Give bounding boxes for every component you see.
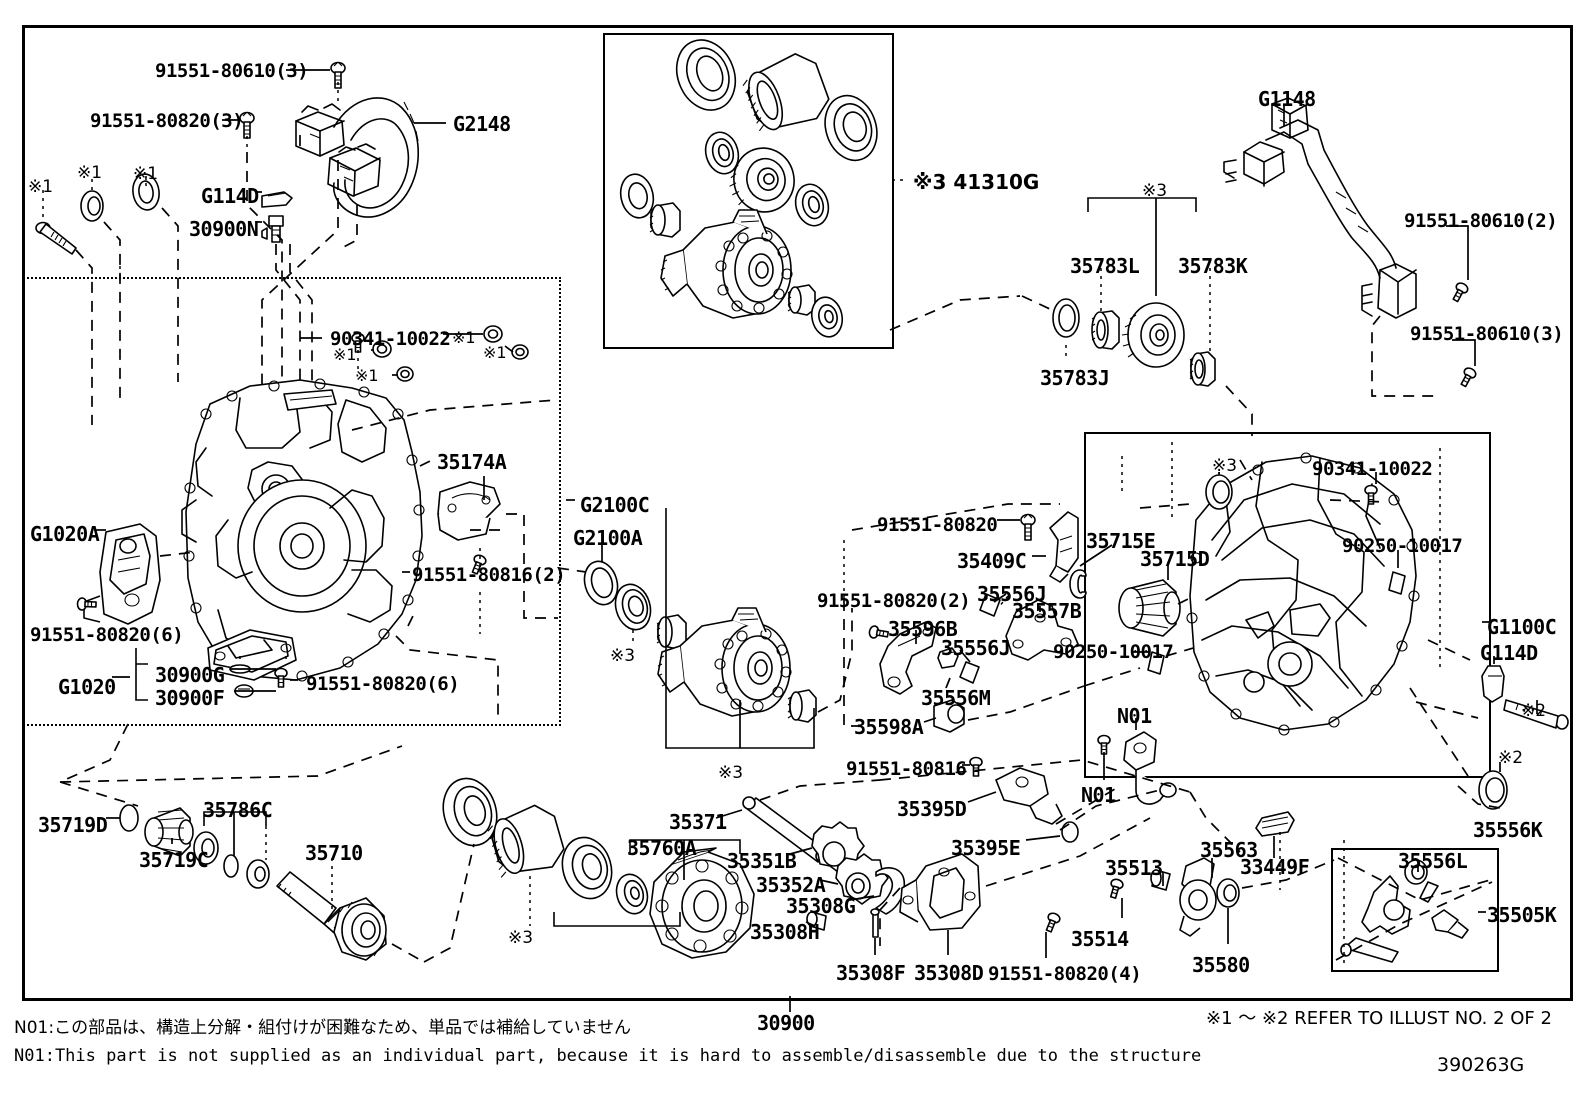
label-35557b: 35557B bbox=[1012, 599, 1082, 623]
label-star1-d: ※1 bbox=[452, 328, 476, 347]
label-91551-80816: 91551-80816 bbox=[846, 758, 967, 780]
label-90341-10022-right: 90341-10022 bbox=[1312, 458, 1433, 480]
label-91551-80820-2: 91551-80820(2) bbox=[817, 590, 971, 612]
label-star1-c: ※1 bbox=[133, 164, 159, 184]
label-35715d: 35715D bbox=[1140, 547, 1210, 571]
label-35556k: 35556K bbox=[1473, 818, 1543, 842]
label-35715e: 35715E bbox=[1086, 529, 1156, 553]
drawing-number: 390263G bbox=[1437, 1054, 1525, 1076]
label-35786c: 35786C bbox=[203, 798, 273, 822]
label-91551-80610-2: 91551-80610(2) bbox=[1404, 210, 1558, 232]
label-g2148: G2148 bbox=[453, 112, 511, 136]
label-g114d-left: G114D bbox=[201, 184, 259, 208]
label-30900n: 30900N bbox=[189, 217, 259, 241]
label-91551-80820-6a: 91551-80820(6) bbox=[30, 624, 184, 646]
label-35351b: 35351B bbox=[727, 849, 797, 873]
label-91551-80820: 91551-80820 bbox=[877, 514, 998, 536]
label-90250-10017-b: 90250-10017 bbox=[1342, 535, 1463, 557]
right-housing-group-box bbox=[1084, 432, 1491, 778]
inset-box-differential bbox=[603, 33, 894, 349]
label-g1100c: G1100C bbox=[1487, 615, 1557, 639]
label-35395e: 35395E bbox=[951, 836, 1021, 860]
label-35598a: 35598A bbox=[854, 715, 924, 739]
label-91551-80820-4: 91551-80820(4) bbox=[988, 963, 1142, 985]
label-g114d-right: G114D bbox=[1480, 641, 1538, 665]
label-35395d: 35395D bbox=[897, 797, 967, 821]
label-star3-right-box: ※3 bbox=[1212, 456, 1238, 476]
label-35371: 35371 bbox=[669, 810, 727, 834]
label-star1-f: ※1 bbox=[483, 343, 507, 362]
label-30900f: 30900F bbox=[155, 686, 225, 710]
label-g2100a: G2100A bbox=[573, 526, 643, 550]
label-main-part-number: 30900 bbox=[757, 1011, 815, 1035]
label-35409c: 35409C bbox=[957, 549, 1027, 573]
left-housing-group-box bbox=[22, 277, 561, 726]
label-35783j: 35783J bbox=[1040, 366, 1110, 390]
label-35556j-b: 35556J bbox=[941, 636, 1011, 660]
label-35783k: 35783K bbox=[1178, 254, 1248, 278]
label-35556m: 35556M bbox=[921, 686, 991, 710]
label-star2-b: ※2 bbox=[1498, 748, 1524, 768]
label-g1020a: G1020A bbox=[30, 522, 100, 546]
label-90341-10022: 90341-10022 bbox=[330, 328, 451, 350]
label-35308h: 35308H bbox=[750, 920, 820, 944]
label-35174a: 35174A bbox=[437, 450, 507, 474]
label-35563: 35563 bbox=[1200, 838, 1258, 862]
label-35580: 35580 bbox=[1192, 953, 1250, 977]
label-star3-top-right: ※3 bbox=[1142, 181, 1168, 201]
label-35783l: 35783L bbox=[1070, 254, 1140, 278]
label-91551-80820-3: 91551-80820(3) bbox=[90, 110, 244, 132]
label-35719d: 35719D bbox=[38, 813, 108, 837]
label-90250-10017-a: 90250-10017 bbox=[1053, 641, 1174, 663]
label-91551-80610-3: 91551-80610(3) bbox=[155, 60, 309, 82]
label-35556j-a: 35556J bbox=[977, 582, 1047, 606]
label-g1020: G1020 bbox=[58, 675, 116, 699]
label-35505k: 35505K bbox=[1487, 903, 1557, 927]
label-35719c: 35719C bbox=[139, 848, 209, 872]
label-star3-center-1: ※3 bbox=[610, 646, 636, 666]
label-35352a: 35352A bbox=[756, 873, 826, 897]
label-star3-center-2: ※3 bbox=[718, 763, 744, 783]
label-35308g: 35308G bbox=[786, 894, 856, 918]
label-star1-a: ※1 bbox=[28, 177, 54, 197]
label-35556l: 35556L bbox=[1398, 849, 1468, 873]
label-35596b: 35596B bbox=[888, 617, 958, 641]
footnote-japanese: N01:この部品は、構造上分解・組付けが困難なため、単品では補給していません bbox=[14, 1018, 632, 1038]
footnote-english: N01:This part is not supplied as an indi… bbox=[14, 1046, 1202, 1066]
label-n01-a: N01 bbox=[1117, 704, 1152, 728]
label-35760a: 35760A bbox=[627, 836, 697, 860]
label-35710: 35710 bbox=[305, 841, 363, 865]
label-91551-80820-6b: 91551-80820(6) bbox=[306, 673, 460, 695]
label-star2-a: ※2 bbox=[1521, 701, 1547, 721]
label-star1-g: ※1 bbox=[355, 366, 379, 385]
label-35308f: 35308F bbox=[836, 961, 906, 985]
label-n01-b: N01 bbox=[1081, 783, 1116, 807]
label-g1148: G1148 bbox=[1258, 87, 1316, 111]
label-star1-e: ※1 bbox=[333, 345, 357, 364]
label-41310g: ※3 41310G bbox=[913, 170, 1040, 194]
label-35514: 35514 bbox=[1071, 927, 1129, 951]
inset-box-35505k bbox=[1331, 848, 1499, 972]
label-30900g: 30900G bbox=[155, 663, 225, 687]
label-91551-80610-3-right: 91551-80610(3) bbox=[1410, 323, 1564, 345]
label-star3-bottom-left: ※3 bbox=[508, 928, 534, 948]
label-g2100c: G2100C bbox=[580, 493, 650, 517]
illust-reference-note: ※1 ～ ※2 REFER TO ILLUST NO. 2 OF 2 bbox=[1206, 1008, 1552, 1029]
label-33449f: 33449F bbox=[1240, 855, 1310, 879]
label-star1-b: ※1 bbox=[77, 163, 103, 183]
label-35308d: 35308D bbox=[914, 961, 984, 985]
label-35513: 35513 bbox=[1105, 856, 1163, 880]
label-91551-80816-2: 91551-80816(2) bbox=[412, 564, 566, 586]
